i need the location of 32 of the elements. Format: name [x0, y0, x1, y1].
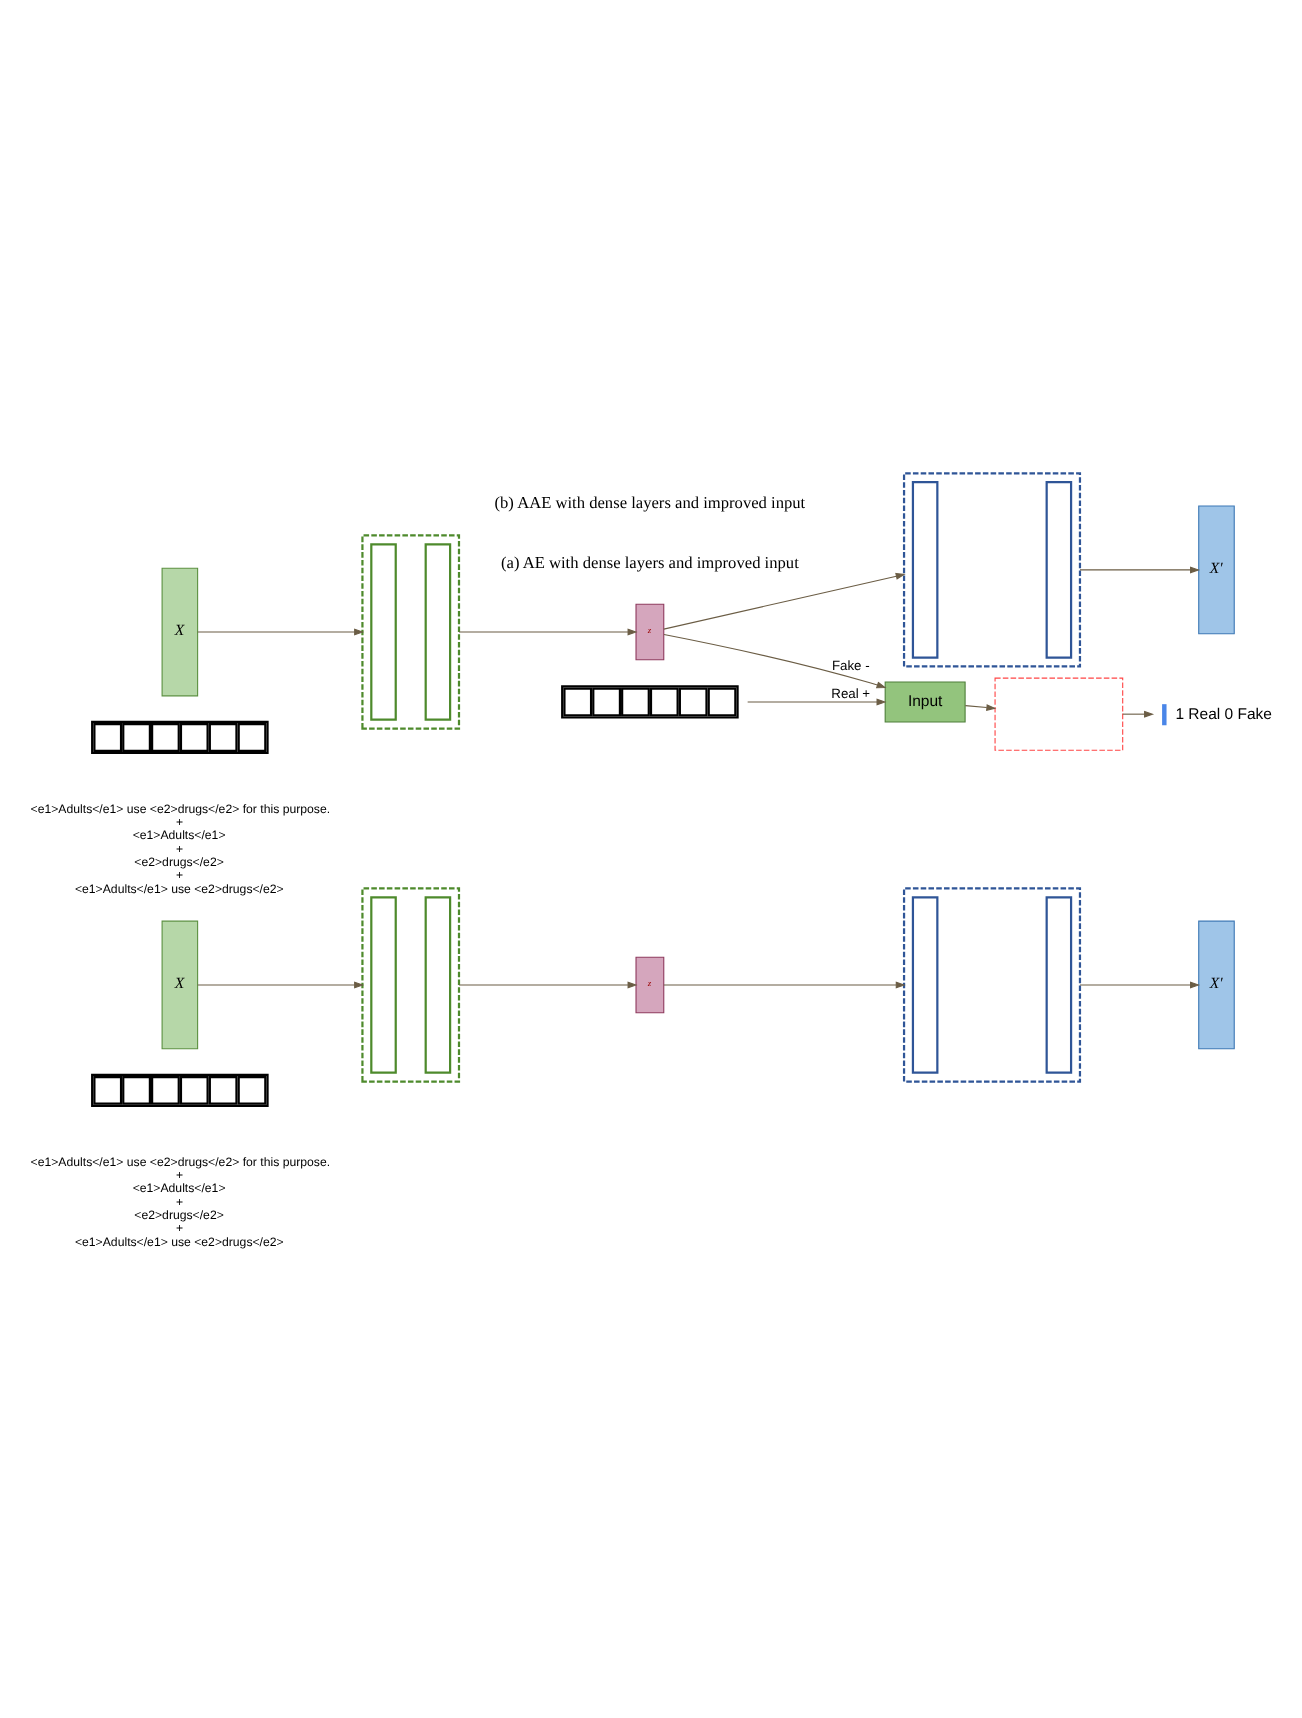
cluster: [902, 887, 1082, 1083]
arrow: [964, 704, 997, 712]
node-box: [370, 543, 397, 721]
node-box: [1162, 704, 1167, 726]
arrow: [197, 628, 365, 636]
arrow: [458, 628, 638, 636]
arrow: [1079, 566, 1201, 574]
cluster: [361, 534, 461, 730]
node-box: X′: [1198, 920, 1235, 1050]
node-trapezoid: [994, 677, 1124, 751]
node-box: X′: [1198, 505, 1235, 635]
arrow: [1079, 981, 1201, 989]
cluster: [361, 887, 461, 1083]
cluster: [902, 472, 1082, 668]
arrow: [663, 981, 906, 989]
arrow: [663, 633, 887, 689]
node-box: [911, 481, 939, 659]
arrow: [458, 981, 638, 989]
node-box: [370, 896, 397, 1074]
node-box: [1045, 896, 1073, 1074]
node-box: [911, 896, 939, 1074]
arrow: [1122, 710, 1155, 718]
node-box: [1045, 481, 1073, 659]
node-box: [424, 543, 452, 721]
arrow: [747, 698, 887, 706]
arrow: [197, 981, 365, 989]
label: (b) AAE with dense layers and improved input: [494, 494, 806, 513]
node-box: X: [161, 567, 199, 697]
node-box: X: [161, 920, 199, 1050]
node-box: [424, 896, 452, 1074]
arrow: [663, 572, 906, 630]
label: (a) AE with dense layers and improved input: [500, 554, 799, 573]
